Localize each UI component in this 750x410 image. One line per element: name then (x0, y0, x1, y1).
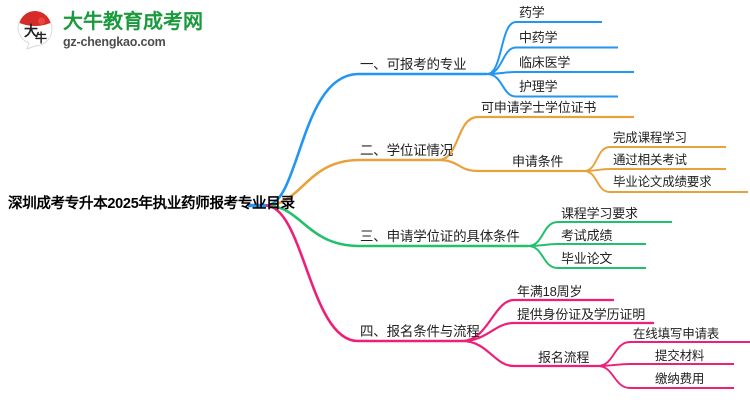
branch-node-4-3[interactable]: 报名流程 (538, 350, 590, 365)
leaf-node-1-4[interactable]: 护理学 (519, 79, 558, 94)
svg-text:大: 大 (24, 23, 38, 40)
logo-title: 大牛教育成考网 (63, 10, 203, 33)
leaf-node-3-2[interactable]: 考试成绩 (561, 228, 613, 243)
logo-text: 大牛教育成考网 gz-chengkao.com (63, 10, 203, 49)
leaf-node-4-1[interactable]: 年满18周岁 (517, 284, 583, 299)
branch-node-2-2[interactable]: 申请条件 (512, 154, 564, 169)
leaf-node-2-2-3[interactable]: 毕业论文成绩要求 (613, 175, 712, 189)
leaf-node-2-2-2[interactable]: 通过相关考试 (613, 153, 687, 167)
branch-node-3[interactable]: 三、申请学位证的具体条件 (360, 229, 520, 244)
leaf-node-1-2[interactable]: 中药学 (519, 30, 558, 45)
leaf-node-4-3-2[interactable]: 提交材料 (655, 349, 705, 363)
leaf-node-2-2-1[interactable]: 完成课程学习 (613, 131, 687, 145)
logo-mark-icon: 大 牛 (14, 8, 56, 50)
leaf-node-4-2[interactable]: 提供身份证及学历证明 (517, 307, 646, 322)
leaf-node-1-3[interactable]: 临床医学 (519, 55, 571, 70)
site-logo[interactable]: 大 牛 大牛教育成考网 gz-chengkao.com (14, 8, 203, 50)
leaf-node-4-3-3[interactable]: 缴纳费用 (655, 372, 705, 386)
leaf-node-1-1[interactable]: 药学 (519, 5, 545, 20)
branch-node-4[interactable]: 四、报名条件与流程 (360, 324, 480, 339)
leaf-node-3-1[interactable]: 课程学习要求 (561, 206, 638, 221)
leaf-node-4-3-1[interactable]: 在线填写申请表 (633, 327, 720, 341)
branch-node-2[interactable]: 二、学位证情况 (360, 143, 454, 158)
branch-node-1[interactable]: 一、可报考的专业 (360, 57, 467, 72)
leaf-node-3-3[interactable]: 毕业论文 (561, 251, 613, 266)
mindmap-root-node[interactable]: 深圳成考专升本2025年执业药师报考专业目录 (8, 196, 295, 212)
logo-subtitle: gz-chengkao.com (63, 34, 166, 49)
leaf-node-2-1[interactable]: 可申请学士学位证书 (481, 100, 597, 115)
svg-text:牛: 牛 (35, 30, 47, 45)
